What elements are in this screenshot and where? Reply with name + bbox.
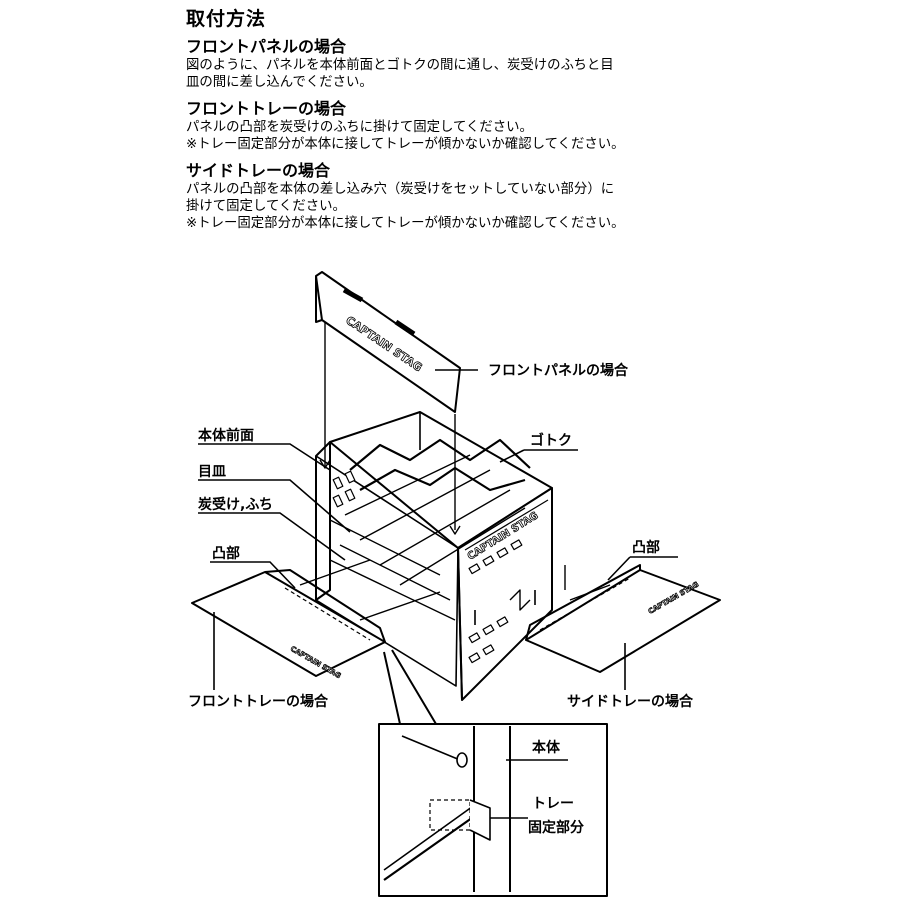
label-front-tray-case: フロントトレーの場合 <box>188 693 329 710</box>
leader-tab-right <box>607 556 678 581</box>
page-title: 取付方法 <box>186 8 267 30</box>
leader-lines <box>198 369 678 819</box>
stove-body: CAPTAIN STAG <box>315 411 553 701</box>
front-tray: CAPTAIN STAG <box>191 559 441 681</box>
label-detail-fixing-part: 固定部分 <box>528 819 584 836</box>
instructions-block: 取付方法 フロントパネルの場合 図のように、パネルを本体前面とゴトクの間に通し、… <box>186 4 746 240</box>
section-text: 図のように、パネルを本体前面とゴトクの間に通し、炭受けのふちと目 <box>186 58 614 73</box>
label-tab-right: 凸部 <box>632 539 660 556</box>
label-body-front: 本体前面 <box>198 427 254 444</box>
section-title: フロントパネルの場合 <box>186 37 347 56</box>
leader-tray-edge <box>198 512 346 561</box>
section-note: ※トレー固定部分が本体に接してトレーが傾かないか確認してください。 <box>186 216 625 231</box>
leader-trivet <box>499 449 578 463</box>
label-front-panel-case: フロントパネルの場合 <box>488 362 629 379</box>
leader-tab-left <box>210 561 296 589</box>
section-title: フロントトレーの場合 <box>186 99 347 118</box>
label-charcoal-tray-edge: 炭受け,ふち <box>198 496 273 513</box>
leader-body-front <box>198 443 331 471</box>
section-side-tray: サイドトレーの場合 パネルの凸部を本体の差し込み穴（炭受けをセットしていない部分… <box>186 161 746 232</box>
section-title: サイドトレーの場合 <box>186 161 331 180</box>
label-side-tray-case: サイドトレーの場合 <box>567 693 694 710</box>
section-front-tray: フロントトレーの場合 パネルの凸部を炭受けのふちに掛けて固定してください。 ※ト… <box>186 99 746 153</box>
detail-inset <box>378 649 608 897</box>
leader-grate <box>198 479 351 533</box>
section-text: 掛けて固定してください。 <box>186 199 346 214</box>
label-grate: 目皿 <box>198 464 226 480</box>
section-text: パネルの凸部を本体の差し込み穴（炭受けをセットしていない部分）に <box>186 182 615 197</box>
label-detail-body: 本体 <box>532 739 561 756</box>
label-tab-left: 凸部 <box>212 545 240 562</box>
label-trivet: ゴトク <box>530 432 572 449</box>
label-detail-tray: トレー <box>532 796 574 812</box>
side-tray: CAPTAIN STAG <box>525 564 721 673</box>
diagram-labels: フロントパネルの場合 本体前面 ゴトク 目皿 炭受け,ふち 凸部 凸部 フロント… <box>188 362 694 836</box>
section-note: ※トレー固定部分が本体に接してトレーが傾かないか確認してください。 <box>186 137 625 152</box>
section-text: パネルの凸部を炭受けのふちに掛けて固定してください。 <box>186 120 533 135</box>
section-front-panel: フロントパネルの場合 図のように、パネルを本体前面とゴトクの間に通し、炭受けのふ… <box>186 37 746 91</box>
section-text: 皿の間に差し込んでください。 <box>186 75 373 90</box>
